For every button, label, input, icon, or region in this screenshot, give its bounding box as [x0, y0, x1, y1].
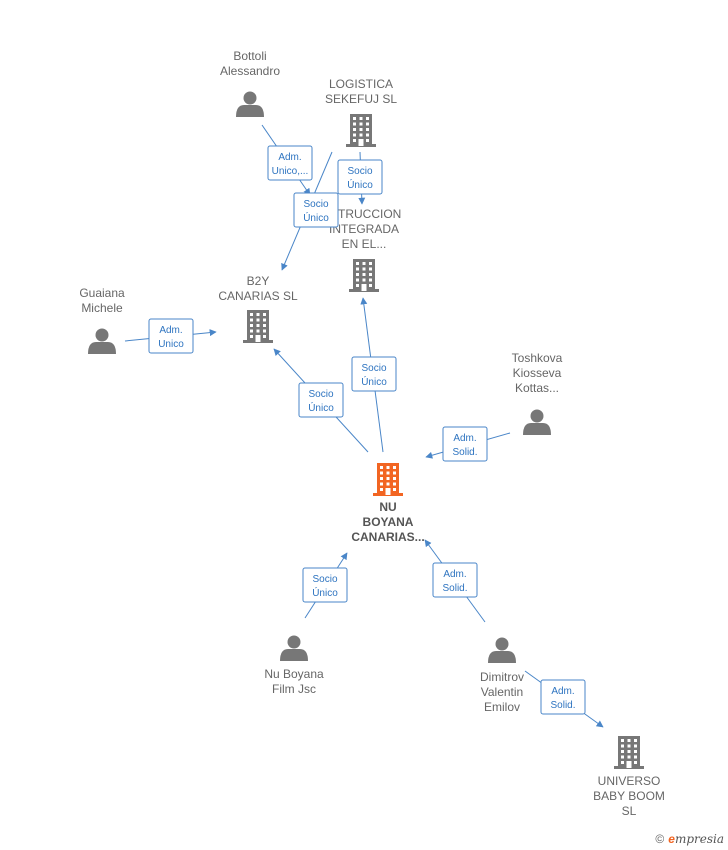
- node-label: Bottoli: [233, 49, 266, 63]
- node-label: Kiosseva: [513, 366, 562, 380]
- node-label: Valentin: [481, 685, 523, 699]
- person-icon: [523, 409, 551, 435]
- node-label: CANARIAS...: [351, 530, 424, 544]
- edge-label-text: Adm.: [453, 433, 476, 444]
- copyright-symbol: ©: [655, 832, 665, 846]
- node-label: Alessandro: [220, 64, 280, 78]
- node-label: ISTRUCCION: [327, 207, 402, 221]
- node-label: BABY BOOM: [593, 789, 665, 803]
- building-icon: [349, 259, 379, 292]
- edge-label-text: Solid.: [442, 583, 467, 594]
- node-label: NU: [379, 500, 396, 514]
- edge-label-dimitrov-to-universo[interactable]: Adm. Solid.: [540, 679, 586, 715]
- node-label: SEKEFUJ SL: [325, 92, 397, 106]
- person-icon: [488, 637, 516, 663]
- edge-label-text: Socio: [308, 389, 333, 400]
- edge-label-text: Adm.: [159, 325, 182, 336]
- edge-label-text: Socio: [312, 574, 337, 585]
- node-label: B2Y: [247, 274, 270, 288]
- edge-label-text: Socio: [303, 199, 328, 210]
- edge-label-text: Adm.: [551, 686, 574, 697]
- building-icon: [243, 310, 273, 343]
- node-label: Kottas...: [515, 381, 559, 395]
- edge-label-text: Socio: [361, 363, 386, 374]
- node-label: CANARIAS SL: [218, 289, 298, 303]
- edge-label-text: Adm.: [443, 569, 466, 580]
- building-icon: [373, 463, 403, 496]
- node-label: Nu Boyana: [264, 667, 324, 681]
- edge-label-toshkova-to-nu_boyana[interactable]: Adm. Solid.: [442, 426, 488, 462]
- node-label: Film Jsc: [272, 682, 316, 696]
- edge-label-text: Único: [312, 586, 338, 599]
- node-label: Emilov: [484, 700, 520, 714]
- edge-label-text: Unico,...: [272, 166, 309, 177]
- node-label: UNIVERSO: [598, 774, 661, 788]
- edge-label-text: Único: [308, 401, 334, 414]
- node-toshkova[interactable]: ToshkovaKiossevaKottas...: [512, 351, 563, 435]
- node-label: BOYANA: [363, 515, 414, 529]
- edge-label-bottoli-to-b2y[interactable]: Adm. Unico,...: [267, 145, 313, 181]
- node-nu_boyana[interactable]: NUBOYANACANARIAS...: [351, 463, 425, 544]
- brand-name: mpresia: [674, 832, 724, 846]
- edge-label-text: Adm.: [278, 152, 301, 163]
- node-label: Toshkova: [512, 351, 563, 365]
- node-label: LOGISTICA: [329, 77, 393, 91]
- edge-label-guaiana-to-b2y[interactable]: Adm. Unico: [148, 318, 194, 354]
- brand-logo-initial: e: [668, 832, 675, 846]
- person-icon: [88, 328, 116, 354]
- edge-label-text: Solid.: [452, 447, 477, 458]
- edge-label-text: Único: [347, 178, 373, 191]
- edge-label-text: Solid.: [550, 700, 575, 711]
- edge-label-text: Único: [303, 211, 329, 224]
- footer-brand[interactable]: ©empresia: [655, 832, 724, 846]
- edge-label-text: Unico: [158, 339, 184, 350]
- node-label: Guaiana: [79, 286, 125, 300]
- edge-label-text: Único: [361, 375, 387, 388]
- node-label: SL: [622, 804, 637, 818]
- edge-label-text: Socio: [347, 166, 372, 177]
- node-label: Dimitrov: [480, 670, 524, 684]
- node-label: INTEGRADA: [329, 222, 399, 236]
- building-icon: [346, 114, 376, 147]
- edge-label-dimitrov-to-nu_boyana[interactable]: Adm. Solid.: [432, 562, 478, 598]
- person-icon: [236, 91, 264, 117]
- node-label: Michele: [81, 301, 123, 315]
- building-icon: [614, 736, 644, 769]
- person-icon: [280, 635, 308, 661]
- node-label: EN EL...: [342, 237, 387, 251]
